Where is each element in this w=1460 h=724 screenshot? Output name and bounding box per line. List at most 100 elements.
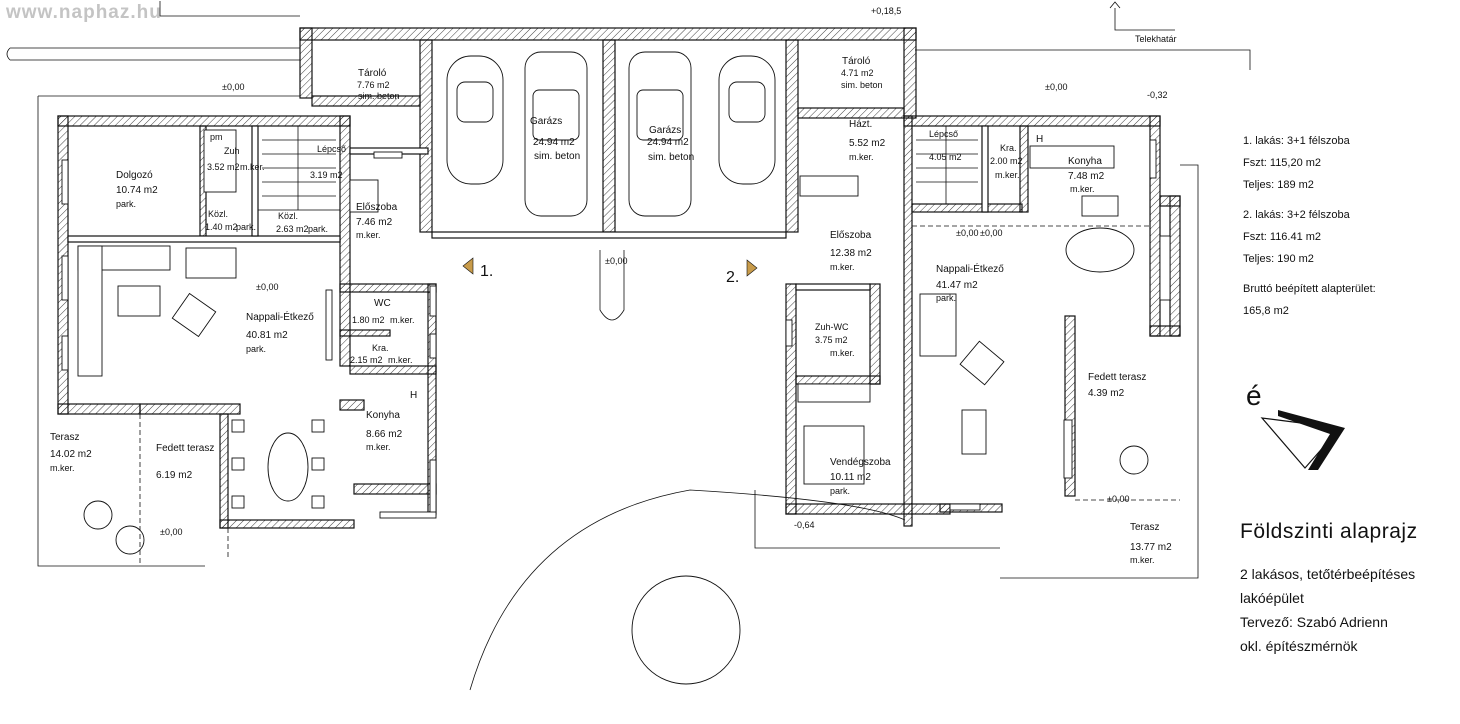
- room-floor: m.ker.: [1070, 184, 1095, 194]
- room-name: Zuh: [224, 146, 240, 156]
- room-floor: m.ker.: [240, 162, 265, 172]
- room-floor: m.ker.: [830, 348, 855, 358]
- room-area: 5.52 m2: [849, 138, 886, 149]
- site-lines: [6, 1, 1251, 579]
- designer-title-line: okl. építészmérnök: [1240, 638, 1358, 654]
- description-line: 2 lakásos, tetőtérbeépítéses: [1240, 566, 1416, 582]
- stairs: [257, 125, 983, 211]
- room-floor: m.ker.: [830, 262, 855, 272]
- room-area: 12.38 m2: [830, 248, 872, 259]
- room-floor: sim. beton: [534, 151, 580, 162]
- room-area: 3.75 m2: [815, 335, 848, 345]
- room-area: 6.19 m2: [156, 470, 193, 481]
- unit2-total-area: Teljes: 190 m2: [1243, 253, 1314, 265]
- room-floor: park.: [236, 222, 256, 232]
- room-floor: park.: [308, 224, 328, 234]
- unit2-ground-area: Fszt: 116.41 m2: [1243, 231, 1322, 243]
- furniture: [77, 129, 1149, 691]
- room-floor: park.: [116, 199, 136, 209]
- room-area: 40.81 m2: [246, 330, 288, 341]
- room-name: Fedett terasz: [1088, 372, 1146, 383]
- room-name: Dolgozó: [116, 170, 153, 181]
- room-name: Előszoba: [356, 202, 398, 213]
- level-marker: -0,32: [1147, 90, 1168, 100]
- gross-area-label: Bruttó beépített alapterület:: [1243, 283, 1376, 295]
- level-marker: ±0,00: [980, 228, 1002, 238]
- room-area: 4.39 m2: [1088, 388, 1125, 399]
- room-floor: sim. beton: [358, 91, 400, 101]
- room-floor: park.: [830, 486, 850, 496]
- windows: [61, 139, 1171, 519]
- room-name: Lépcső: [929, 129, 958, 139]
- room-name: Tároló: [358, 68, 387, 79]
- room-name: Konyha: [366, 410, 400, 421]
- room-name: Vendégszoba: [830, 457, 891, 468]
- room-area: 24.94 m2: [533, 137, 575, 148]
- room-area: 7.76 m2: [357, 80, 390, 90]
- room-floor: m.ker.: [366, 442, 391, 452]
- boundary-label: Telekhatár: [1135, 34, 1177, 44]
- room-name: Terasz: [50, 432, 79, 443]
- garage-block: [299, 27, 917, 239]
- room-area: 2.63 m2: [276, 224, 309, 234]
- room-floor: m.ker.: [995, 170, 1020, 180]
- room-floor: park.: [936, 293, 956, 303]
- room-floor: park.: [246, 344, 266, 354]
- cars: [446, 51, 776, 217]
- entrance-1-label: 1.: [480, 263, 493, 280]
- room-name: Konyha: [1068, 156, 1102, 167]
- room-name: Nappali-Étkező: [936, 262, 1004, 275]
- north-arrow: [1260, 410, 1345, 470]
- level-marker: ±0,00: [256, 282, 278, 292]
- room-area: 13.77 m2: [1130, 542, 1172, 553]
- level-top: +0,18,5: [871, 6, 901, 16]
- level-marker: -0,64: [794, 520, 815, 530]
- gross-area-value: 165,8 m2: [1243, 305, 1289, 317]
- room-extra: pm: [210, 132, 223, 142]
- level-marker: ±0,00: [1045, 82, 1067, 92]
- designer-line: Tervező: Szabó Adrienn: [1240, 614, 1388, 630]
- room-area: 41.47 m2: [936, 280, 978, 291]
- room-floor: m.ker.: [1130, 555, 1155, 565]
- title-block: Földszinti alaprajz 2 lakásos, tetőtérbe…: [1240, 520, 1418, 658]
- room-area: 2.00 m2: [990, 156, 1023, 166]
- room-area: 10.74 m2: [116, 185, 158, 196]
- room-area: 4.05 m2: [929, 152, 962, 162]
- room-area: 2.15 m2: [350, 355, 383, 365]
- level-marker: ±0,00: [1107, 494, 1129, 504]
- room-name: WC: [374, 298, 391, 309]
- entrance-2-label: 2.: [726, 269, 739, 286]
- kitchen-mark: H: [1036, 134, 1043, 145]
- room-name: Közl.: [208, 209, 228, 219]
- room-area: 4.71 m2: [841, 68, 874, 78]
- level-marker: ±0,00: [956, 228, 978, 238]
- unit2-title: 2. lakás: 3+2 félszoba: [1243, 209, 1350, 221]
- room-name: Közl.: [278, 211, 298, 221]
- room-name: Lépcső: [317, 144, 346, 154]
- entrance-markers: [462, 257, 758, 277]
- room-area: 8.66 m2: [366, 429, 403, 440]
- room-area: 3.19 m2: [310, 170, 343, 180]
- room-area: 1.80 m2: [352, 315, 385, 325]
- room-area: 24.94 m2: [647, 137, 689, 148]
- room-name: Tároló: [842, 56, 871, 67]
- kitchen-mark: H: [410, 390, 417, 401]
- room-floor: m.ker.: [50, 463, 75, 473]
- unit1-ground-area: Fszt: 115,20 m2: [1243, 157, 1322, 169]
- room-floor: sim. beton: [648, 152, 694, 163]
- area-summary: 1. lakás: 3+1 félszoba Fszt: 115,20 m2 T…: [1243, 130, 1376, 322]
- room-floor: m.ker.: [849, 152, 874, 162]
- room-name: Garázs: [649, 125, 681, 136]
- room-name: Kra.: [372, 343, 389, 353]
- description-line: lakóépület: [1240, 590, 1304, 606]
- room-name: Előszoba: [830, 230, 872, 241]
- level-markers: +0,18,5 Telekhatár ±0,00 ±0,00 ±0,00 ±0,…: [160, 6, 1177, 537]
- north-label: é: [1246, 380, 1262, 411]
- room-area: 14.02 m2: [50, 449, 92, 460]
- unit1-title: 1. lakás: 3+1 félszoba: [1243, 135, 1350, 147]
- level-marker: ±0,00: [160, 527, 182, 537]
- room-name: Nappali-Étkező: [246, 310, 314, 323]
- room-area: 3.52 m2: [207, 162, 240, 172]
- room-name: Garázs: [530, 116, 562, 127]
